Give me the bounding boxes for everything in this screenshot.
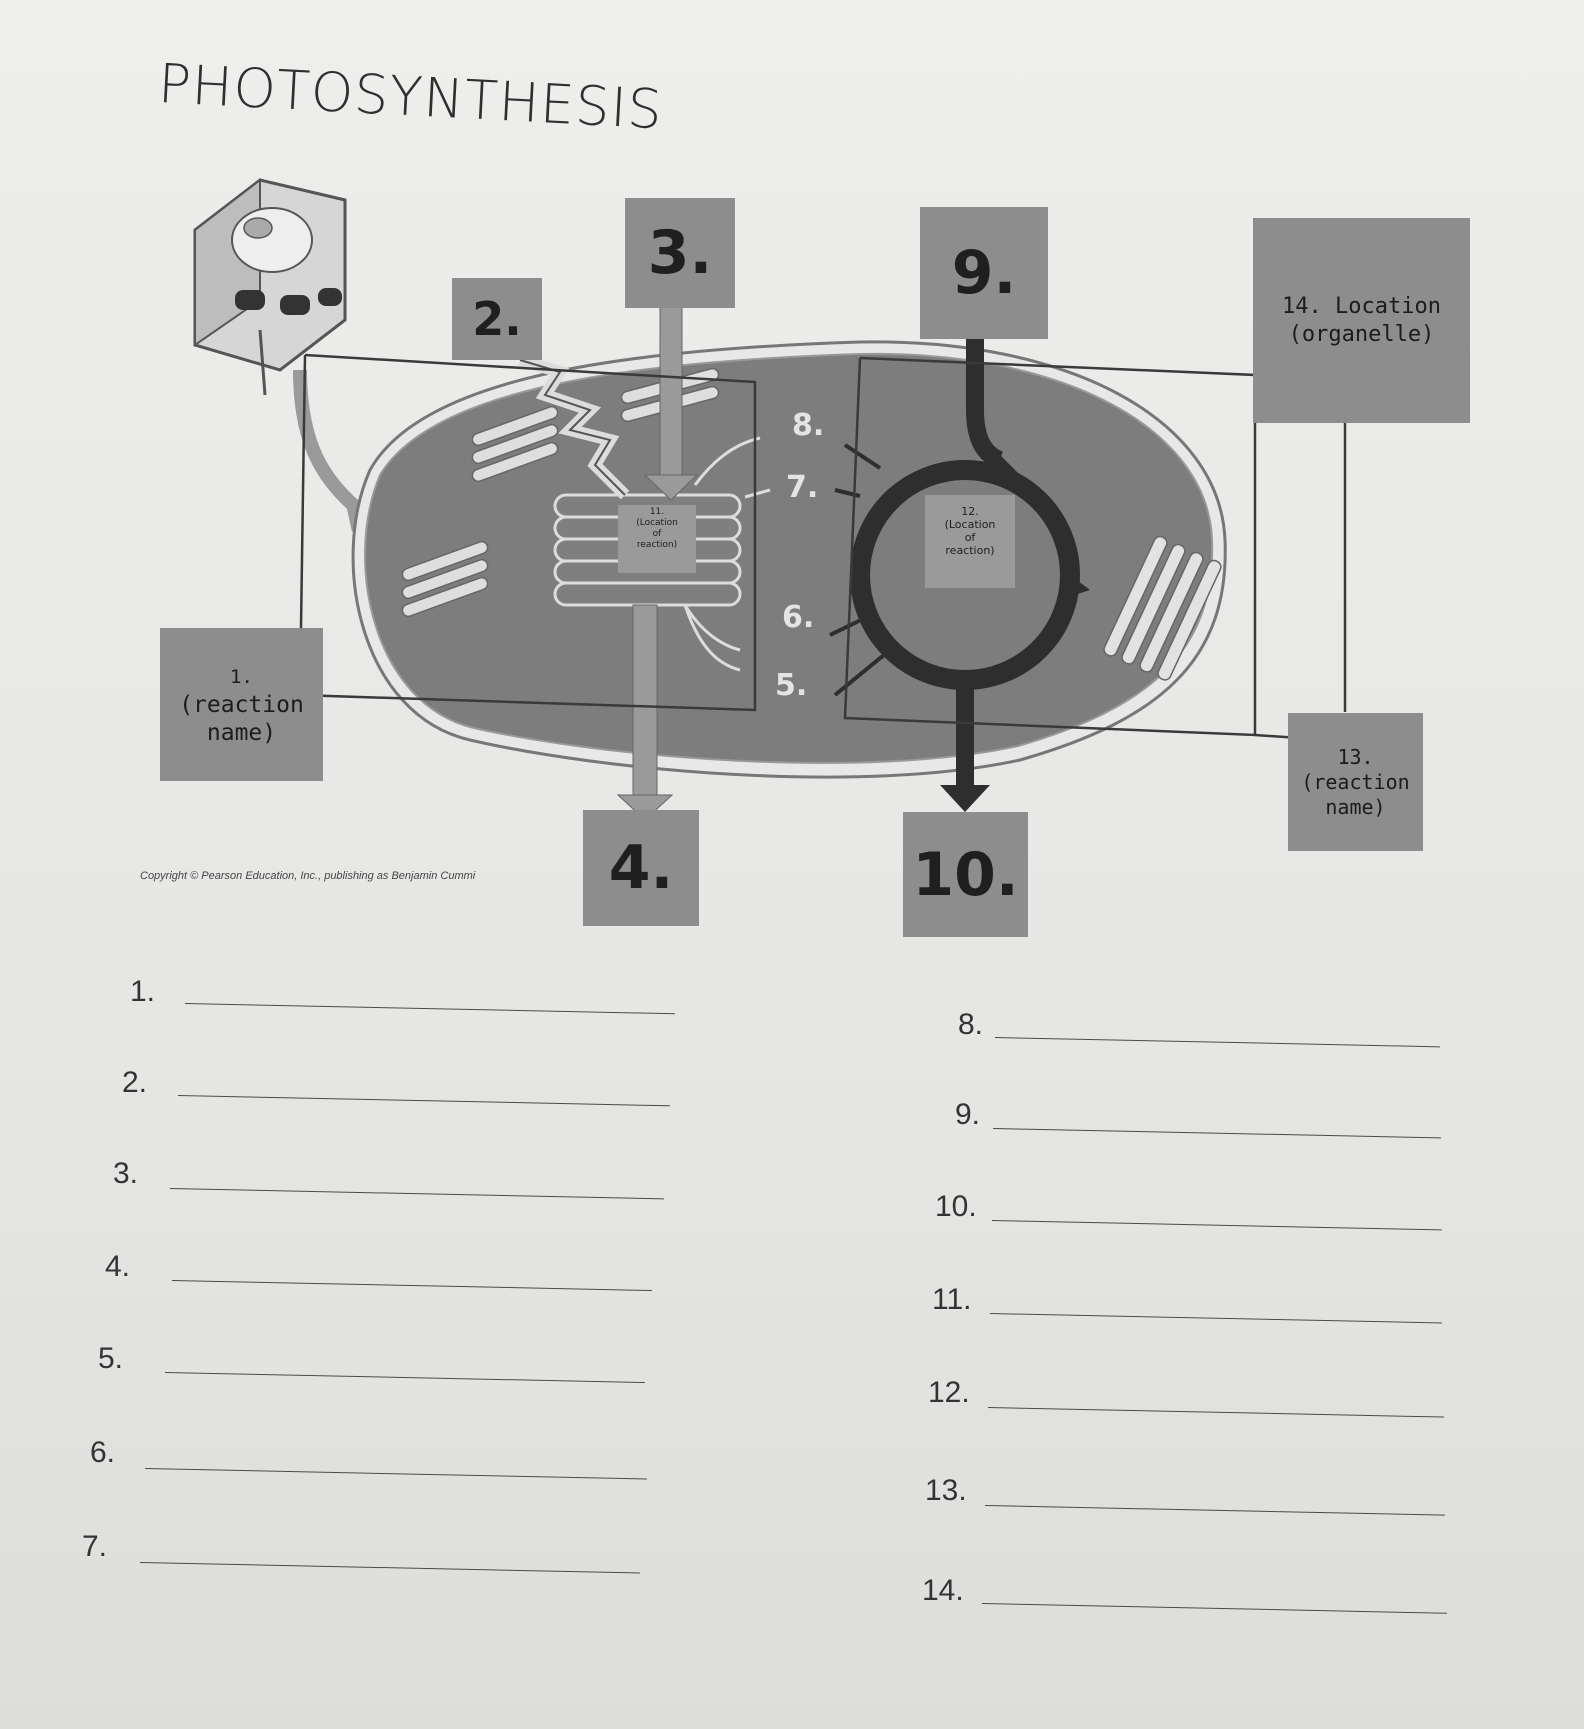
label-box-10: 10. bbox=[903, 812, 1028, 937]
answer-label-6: 6. bbox=[90, 1436, 116, 1469]
answer-label-2: 2. bbox=[122, 1066, 148, 1099]
answer-line-11[interactable] bbox=[989, 1313, 1442, 1324]
inner-label-6: 6. bbox=[782, 600, 815, 635]
answer-label-11: 11. bbox=[932, 1283, 972, 1316]
label-box-1-number: 1. bbox=[230, 665, 253, 688]
answer-line-1[interactable] bbox=[184, 1003, 675, 1015]
inner-label-12-number: 12. bbox=[961, 505, 979, 518]
answer-label-5: 5. bbox=[98, 1342, 124, 1375]
answer-label-9: 9. bbox=[955, 1098, 981, 1131]
label-box-14-line1: 14. Location bbox=[1282, 293, 1441, 319]
copyright-notice: Copyright © Pearson Education, Inc., pub… bbox=[140, 870, 476, 882]
answer-label-1: 1. bbox=[130, 975, 156, 1008]
answer-label-8: 8. bbox=[958, 1008, 984, 1041]
answer-line-7[interactable] bbox=[139, 1562, 640, 1574]
inner-label-12-line2: of bbox=[964, 531, 976, 544]
label-box-14: 14. Location (organelle) bbox=[1253, 218, 1470, 423]
inner-label-11: 11. (Location of reaction) bbox=[618, 507, 696, 551]
answer-label-10: 10. bbox=[935, 1190, 977, 1223]
label-box-3: 3. bbox=[625, 198, 735, 308]
plant-cell-icon bbox=[193, 177, 347, 396]
answer-label-4: 4. bbox=[105, 1250, 131, 1283]
answer-label-7: 7. bbox=[82, 1530, 108, 1563]
label-box-1: 1. (reaction name) bbox=[160, 628, 323, 781]
answer-line-14[interactable] bbox=[981, 1603, 1447, 1614]
chloroplast-illustration bbox=[193, 177, 1347, 821]
inner-label-11-number: 11. bbox=[649, 507, 665, 517]
answer-line-8[interactable] bbox=[994, 1037, 1440, 1048]
label-box-9: 9. bbox=[920, 207, 1048, 339]
inner-label-12: 12. (Location of reaction) bbox=[925, 505, 1015, 557]
label-box-10-text: 10. bbox=[912, 839, 1019, 910]
label-box-13-number: 13. bbox=[1337, 744, 1374, 769]
answer-line-10[interactable] bbox=[991, 1220, 1442, 1231]
answer-line-2[interactable] bbox=[177, 1095, 670, 1107]
label-box-13: 13. (reaction name) bbox=[1288, 713, 1423, 851]
answer-label-3: 3. bbox=[113, 1157, 139, 1190]
inner-label-8: 8. bbox=[792, 408, 825, 443]
label-box-13-line2: name) bbox=[1325, 794, 1386, 819]
answer-line-4[interactable] bbox=[171, 1280, 652, 1292]
inner-label-11-line2: of bbox=[652, 529, 662, 539]
label-box-4: 4. bbox=[583, 810, 699, 926]
inner-label-5: 5. bbox=[775, 668, 808, 703]
photosynthesis-diagram: 2. 3. 9. 14. Location (organelle) 1. (re… bbox=[140, 177, 1470, 937]
label-box-3-text: 3. bbox=[647, 218, 713, 288]
answer-label-12: 12. bbox=[928, 1376, 970, 1409]
label-box-9-text: 9. bbox=[951, 238, 1017, 308]
answer-line-5[interactable] bbox=[164, 1372, 645, 1384]
answer-line-13[interactable] bbox=[984, 1505, 1445, 1516]
label-box-4-text: 4. bbox=[608, 833, 674, 903]
label-box-13-line1: (reaction bbox=[1301, 769, 1410, 794]
label-box-1-line2: name) bbox=[206, 719, 277, 746]
answer-label-13: 13. bbox=[925, 1474, 967, 1507]
answer-line-6[interactable] bbox=[144, 1468, 647, 1480]
answer-line-9[interactable] bbox=[992, 1128, 1441, 1139]
inner-label-12-line1: (Location bbox=[944, 518, 996, 531]
inner-label-11-line1: (Location bbox=[636, 518, 678, 528]
label-box-2-text: 2. bbox=[472, 292, 522, 346]
answer-label-14: 14. bbox=[922, 1574, 964, 1607]
inner-label-11-line3: reaction) bbox=[636, 540, 678, 550]
answer-line-3[interactable] bbox=[169, 1188, 664, 1200]
inner-label-12-line3: reaction) bbox=[945, 544, 995, 557]
label-box-14-line2: (organelle) bbox=[1288, 321, 1435, 347]
label-box-2: 2. bbox=[452, 278, 542, 360]
answer-line-12[interactable] bbox=[987, 1407, 1444, 1418]
inner-label-7: 7. bbox=[786, 470, 819, 505]
label-box-1-line1: (reaction bbox=[179, 691, 304, 718]
